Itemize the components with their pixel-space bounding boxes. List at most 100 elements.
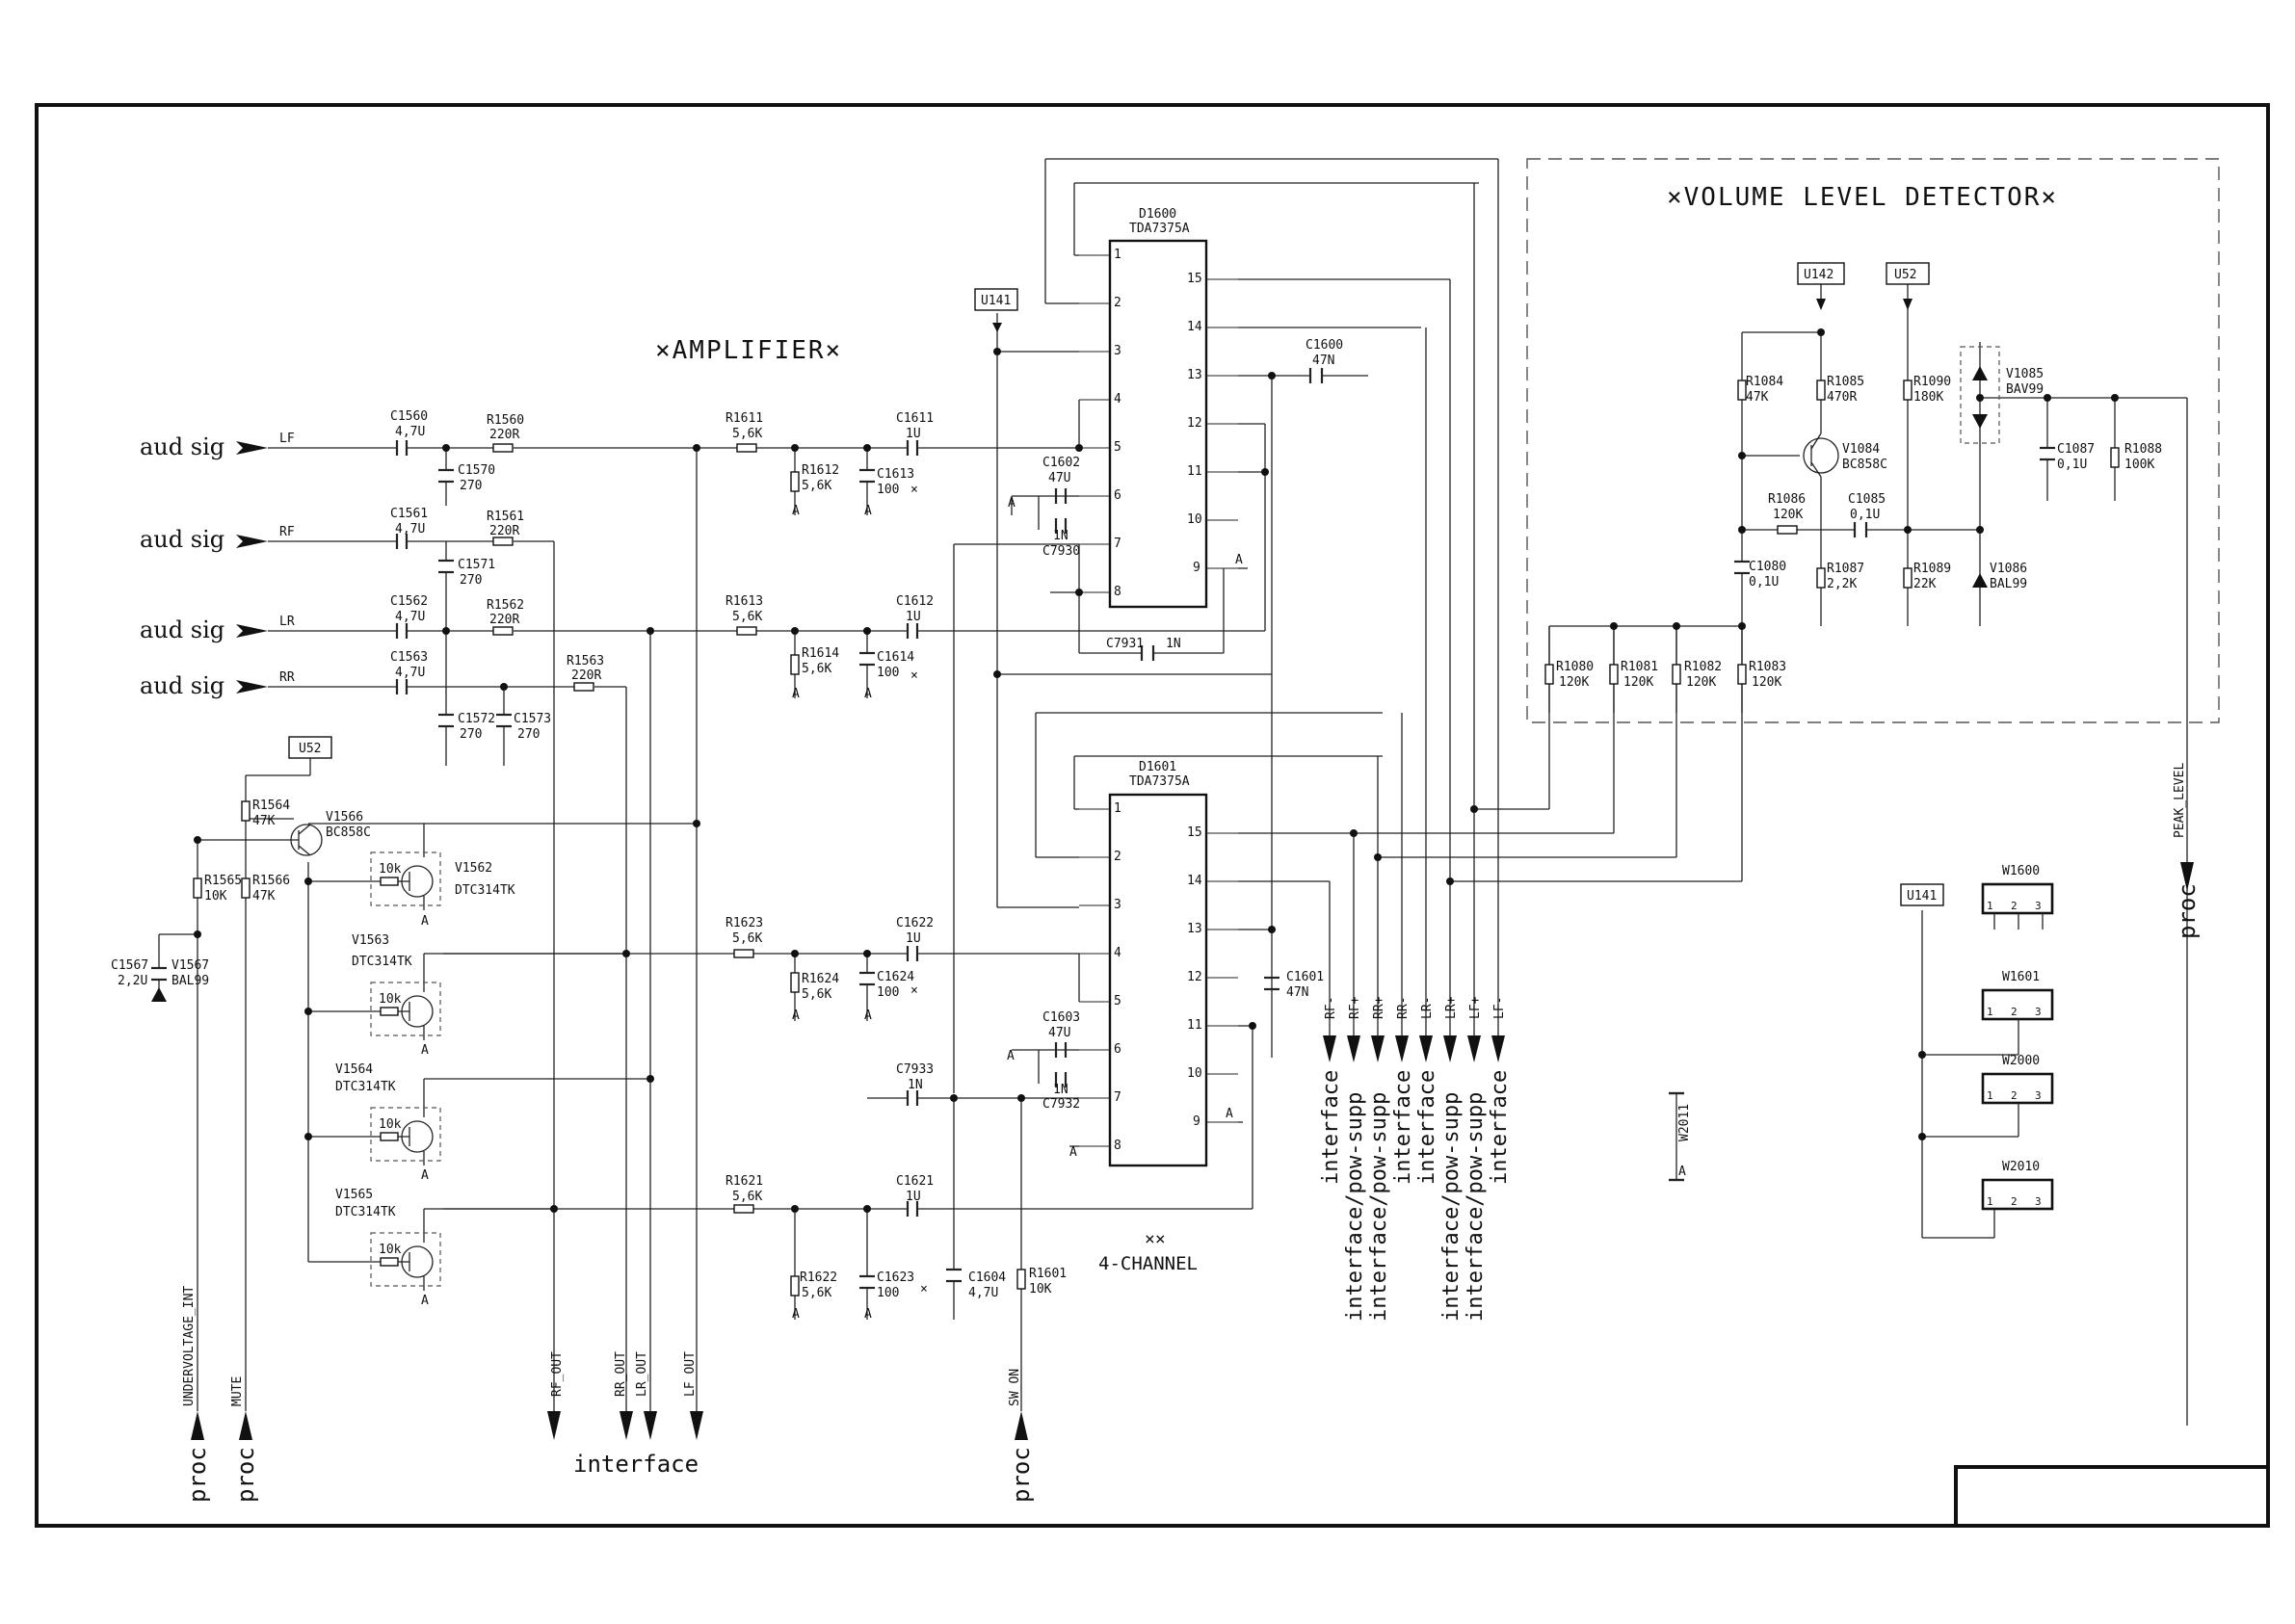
svg-text:R1560: R1560 (487, 413, 524, 428)
svg-text:R1601: R1601 (1029, 1267, 1067, 1281)
svg-text:7: 7 (1114, 537, 1121, 551)
svg-text:15: 15 (1187, 825, 1202, 840)
svg-text:2: 2 (2011, 900, 2018, 912)
svg-text:C1080: C1080 (1749, 560, 1786, 574)
svg-text:R1613: R1613 (725, 594, 763, 609)
svg-text:RF_OUT: RF_OUT (550, 1351, 565, 1397)
svg-text:2,2U: 2,2U (118, 974, 147, 988)
svg-text:120K: 120K (1559, 675, 1589, 690)
sheet-border (35, 103, 2270, 1528)
svg-text:R1612: R1612 (802, 463, 839, 478)
svg-text:14: 14 (1187, 320, 1202, 334)
svg-text:TDA7375A: TDA7375A (1129, 222, 1190, 236)
svg-text:1U: 1U (906, 427, 921, 441)
bottom-nets: RF_OUT RR_OUT LR_OUT LF_OUT UNDERVOLTAGE… (182, 763, 2187, 1406)
svg-text:C7933: C7933 (896, 1062, 934, 1077)
svg-text:W2000: W2000 (2002, 1054, 2040, 1068)
svg-text:A: A (864, 1008, 872, 1023)
svg-text:C1623: C1623 (877, 1270, 914, 1285)
svg-text:A: A (864, 504, 872, 518)
svg-text:V1085: V1085 (2006, 367, 2044, 381)
svg-text:220R: 220R (571, 668, 601, 683)
speaker-bus: RF- RF+ RR+ RR- LR- LR+ LF+ LF- interfac… (1319, 996, 1512, 1322)
svg-text:interface: interface (1391, 1070, 1415, 1185)
svg-text:7: 7 (1114, 1090, 1121, 1105)
svg-text:11: 11 (1187, 464, 1202, 479)
svg-text:220R: 220R (489, 613, 519, 627)
signal-wires (158, 158, 2188, 1426)
svg-text:4: 4 (1114, 392, 1121, 406)
svg-text:8: 8 (1114, 585, 1121, 599)
svg-text:1: 1 (1987, 900, 1993, 912)
svg-text:R1624: R1624 (802, 972, 839, 986)
svg-text:270: 270 (460, 479, 482, 493)
svg-text:R1622: R1622 (800, 1270, 837, 1285)
svg-text:120K: 120K (1752, 675, 1781, 690)
svg-text:U141: U141 (1907, 889, 1937, 904)
svg-text:47K: 47K (1746, 390, 1769, 405)
svg-text:A: A (792, 687, 800, 701)
svg-text:A: A (1226, 1107, 1233, 1121)
svg-text:C1602: C1602 (1042, 456, 1080, 470)
svg-text:R1563: R1563 (567, 654, 604, 668)
svg-text:interface/pow-supp: interface/pow-supp (1464, 1092, 1488, 1322)
svg-text:5,6K: 5,6K (732, 1190, 762, 1204)
svg-text:V1564: V1564 (335, 1062, 373, 1077)
svg-text:47U: 47U (1048, 1026, 1070, 1040)
svg-text:DTC314TK: DTC314TK (335, 1205, 396, 1219)
svg-text:6: 6 (1114, 1042, 1121, 1057)
diode-symbols (151, 366, 1988, 1002)
svg-text:aud sig: aud sig (140, 616, 224, 643)
input-rf: aud sig RF (140, 525, 295, 553)
svg-text:DTC314TK: DTC314TK (455, 883, 515, 898)
svg-text:5,6K: 5,6K (802, 662, 831, 676)
svg-text:LR_OUT: LR_OUT (635, 1351, 649, 1397)
svg-text:V1567: V1567 (171, 958, 209, 973)
svg-text:×: × (910, 983, 918, 998)
svg-text:3: 3 (1114, 344, 1121, 358)
svg-text:LR: LR (279, 615, 295, 629)
svg-text:C1601: C1601 (1286, 970, 1324, 984)
svg-text:3: 3 (1114, 898, 1121, 912)
svg-text:4,7U: 4,7U (968, 1286, 998, 1300)
svg-text:10k: 10k (379, 1117, 402, 1132)
svg-text:A: A (792, 1307, 800, 1322)
svg-text:R1086: R1086 (1768, 492, 1806, 507)
svg-text:W1601: W1601 (2002, 970, 2040, 984)
svg-text:13: 13 (1187, 368, 1202, 382)
svg-text:100K: 100K (2124, 458, 2154, 472)
rail-u52-mute: U52 (245, 736, 332, 801)
svg-text:22K: 22K (1913, 577, 1937, 591)
svg-text:R1089: R1089 (1913, 562, 1951, 576)
bottom-destinations: proc proc interface proc proc (184, 883, 2201, 1503)
svg-text:interface/pow-supp: interface/pow-supp (1367, 1092, 1391, 1322)
svg-text:RF+: RF+ (1348, 996, 1362, 1019)
svg-text:C1572: C1572 (458, 712, 495, 726)
svg-text:3: 3 (2035, 1006, 2042, 1018)
svg-text:C1573: C1573 (514, 712, 551, 726)
svg-text:interface: interface (1319, 1070, 1343, 1185)
svg-text:1: 1 (1987, 1195, 1993, 1208)
svg-text:47K: 47K (252, 889, 276, 904)
svg-text:47N: 47N (1312, 354, 1334, 368)
svg-text:C1600: C1600 (1306, 338, 1343, 353)
svg-text:U142: U142 (1804, 268, 1833, 282)
svg-text:1U: 1U (906, 931, 921, 946)
svg-text:W2011: W2011 (1677, 1104, 1692, 1141)
svg-text:5,6K: 5,6K (802, 479, 831, 493)
svg-text:470R: 470R (1827, 390, 1857, 405)
svg-text:interface: interface (1415, 1070, 1439, 1185)
svg-text:R1082: R1082 (1684, 660, 1722, 674)
svg-text:DTC314TK: DTC314TK (352, 955, 412, 969)
svg-text:10: 10 (1187, 1066, 1202, 1081)
svg-text:1: 1 (1114, 248, 1121, 262)
svg-text:interface: interface (1488, 1070, 1512, 1185)
svg-text:V1563: V1563 (352, 933, 389, 948)
svg-text:2: 2 (1114, 296, 1121, 310)
svg-text:A: A (421, 1294, 429, 1308)
svg-text:proc: proc (2174, 883, 2201, 939)
svg-text:R1081: R1081 (1621, 660, 1658, 674)
svg-text:MUTE: MUTE (230, 1376, 245, 1406)
